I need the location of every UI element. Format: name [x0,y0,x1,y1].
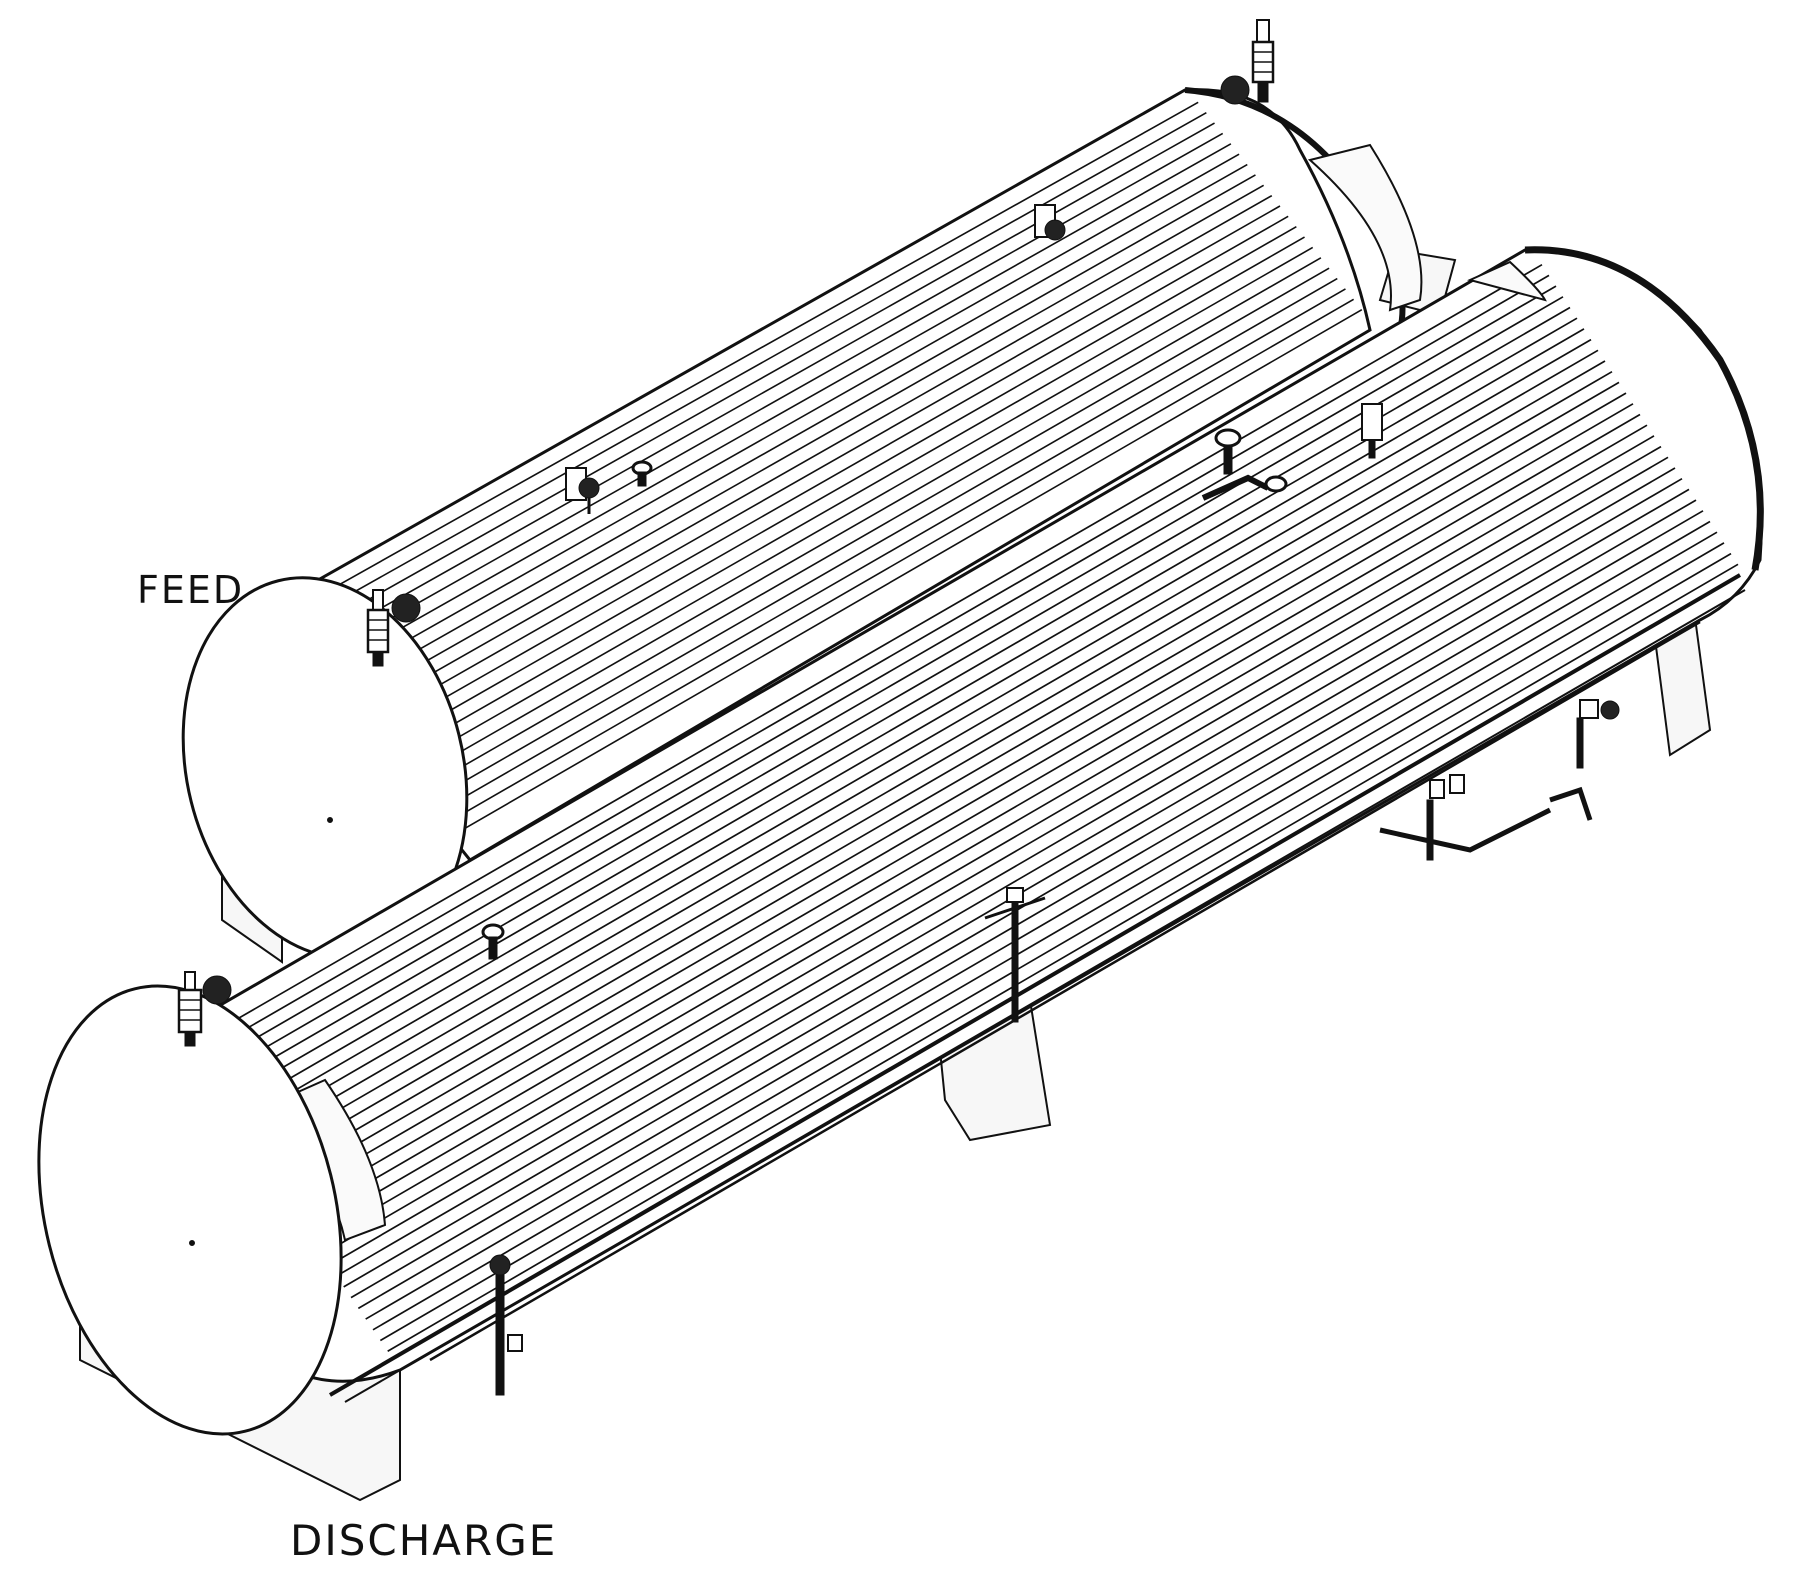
rear-panel-line [372,215,1289,740]
front-panel-line [240,349,1599,1138]
rear-panel-line [413,267,1330,796]
front-panel-line [225,328,1585,1116]
front-panel-line [203,296,1564,1084]
front-end-cap [37,984,343,1436]
front-panel-line [196,285,1557,1073]
front-panel-line [218,317,1578,1106]
pressure-valve-icon [177,971,232,1047]
rear-panel-line [356,194,1273,718]
feed-label: FEED [137,568,245,612]
front-panel-lines [181,263,1739,1353]
gauge-icon [1361,403,1383,459]
rear-panel-line [323,153,1240,673]
valve-assembly-icon [984,887,1046,1023]
front-panel-line [262,381,1620,1170]
gauge-icon [565,467,600,514]
front-panel-line [189,274,1550,1063]
piping [328,573,1746,1403]
rear-end-cap-center [327,817,333,823]
pressure-valve-icon [366,589,421,667]
rear-panel-line [421,277,1338,807]
front-end-cap-center [189,1240,195,1246]
front-panel-line [233,338,1592,1127]
rear-panel-line [438,298,1355,829]
nozzle-icon [481,923,505,960]
rear-panel-line [315,143,1232,662]
rear-pad-right [1307,143,1423,312]
valve-assembly-icon [1549,699,1620,821]
rear-panel-line [282,101,1199,617]
rear-panel-line [397,246,1314,773]
nozzle-icon [631,460,653,487]
front-panel-line [291,424,1648,1213]
front-panel-line [372,542,1725,1331]
rear-panel-line [290,112,1207,628]
discharge-label: DISCHARGE [290,1516,558,1565]
rear-panel-line [389,236,1305,762]
rear-panel-lines [282,101,1363,840]
valve-assembly-icon [1379,774,1552,861]
front-panel-line [269,392,1627,1181]
front-panel-line [299,435,1655,1224]
valve-assembly-icon [1201,428,1288,501]
front-panel-line [321,467,1676,1256]
front-panel-line [277,403,1634,1192]
front-panel-line [284,413,1641,1202]
front-panel-line [365,531,1718,1320]
front-panel-line [387,563,1739,1353]
front-rim-rear [1524,246,1764,571]
front-panel-line [335,488,1690,1277]
front-vessel [37,246,1764,1502]
front-panel-line [328,477,1683,1267]
gauge-icon [1034,204,1066,241]
front-panel-line [247,360,1606,1149]
rear-panel-line [307,132,1224,651]
rear-panel-line [331,163,1248,684]
rear-panel-line [380,226,1297,751]
front-pad-rear [1467,260,1547,302]
front-panel-line [379,552,1732,1342]
rear-panel-line [446,308,1363,840]
front-panel-line [357,520,1711,1310]
front-panel-line [211,306,1571,1095]
rear-panel-line [405,257,1322,784]
rear-panel-line [430,288,1346,818]
front-panel-line [306,445,1662,1234]
rear-panel-line [299,122,1215,640]
rear-panel-line [348,184,1265,706]
rear-vessel [181,19,1457,964]
rear-panel-line [364,205,1281,729]
valve-assembly-icon [489,1254,523,1396]
front-panel-line [181,263,1543,1052]
pressure-valve-icon [1220,19,1275,105]
front-panel-line [255,370,1613,1159]
rear-panel-line [340,174,1256,695]
front-panel-line [313,456,1669,1245]
